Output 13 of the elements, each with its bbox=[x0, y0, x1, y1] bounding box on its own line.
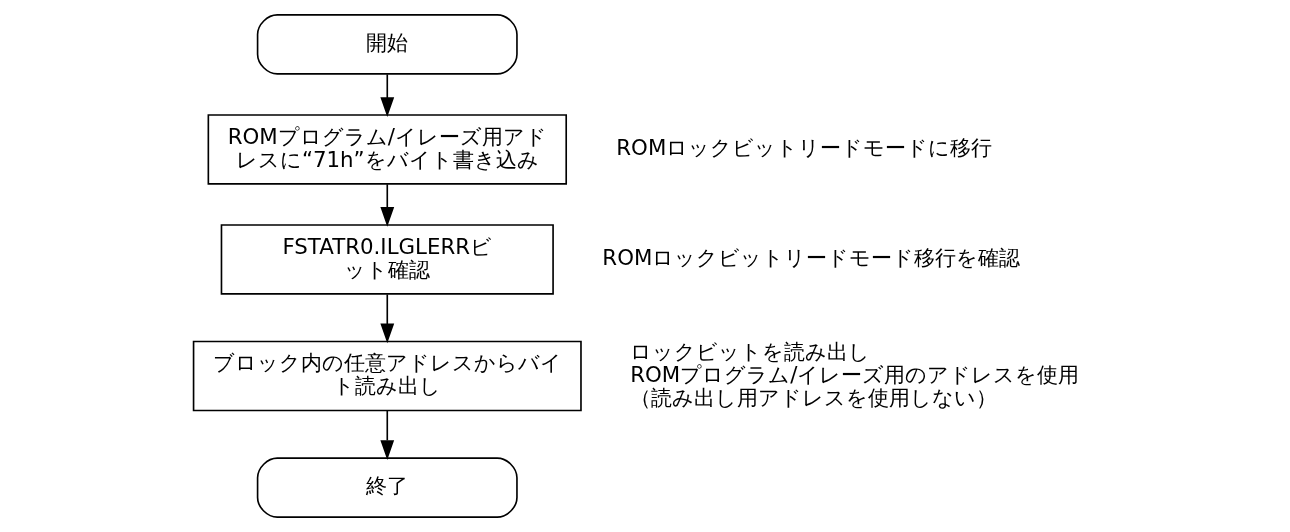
arrow bbox=[380, 183, 395, 227]
node-label: （読み出し用アドレスを使用しない） bbox=[630, 384, 998, 410]
node-label: ロックビットを読み出し bbox=[630, 338, 871, 364]
arrow bbox=[380, 293, 395, 344]
node-label: ROMロックビットリードモードに移行 bbox=[616, 135, 993, 161]
node-label: ROMロックビットリードモード移行を確認 bbox=[602, 245, 1021, 271]
node-box: 開始 bbox=[256, 14, 518, 75]
node-box: FSTATR0.ILGLERRビット確認 bbox=[220, 224, 554, 295]
arrow bbox=[380, 73, 395, 118]
node-box: ROMプログラム/イレーズ用アドレスに“71h”をバイト書き込み bbox=[207, 114, 568, 185]
node-box: 終了 bbox=[256, 457, 518, 518]
arrow bbox=[380, 409, 395, 460]
node-box: ブロック内の任意アドレスからバイト読み出し bbox=[192, 340, 582, 412]
